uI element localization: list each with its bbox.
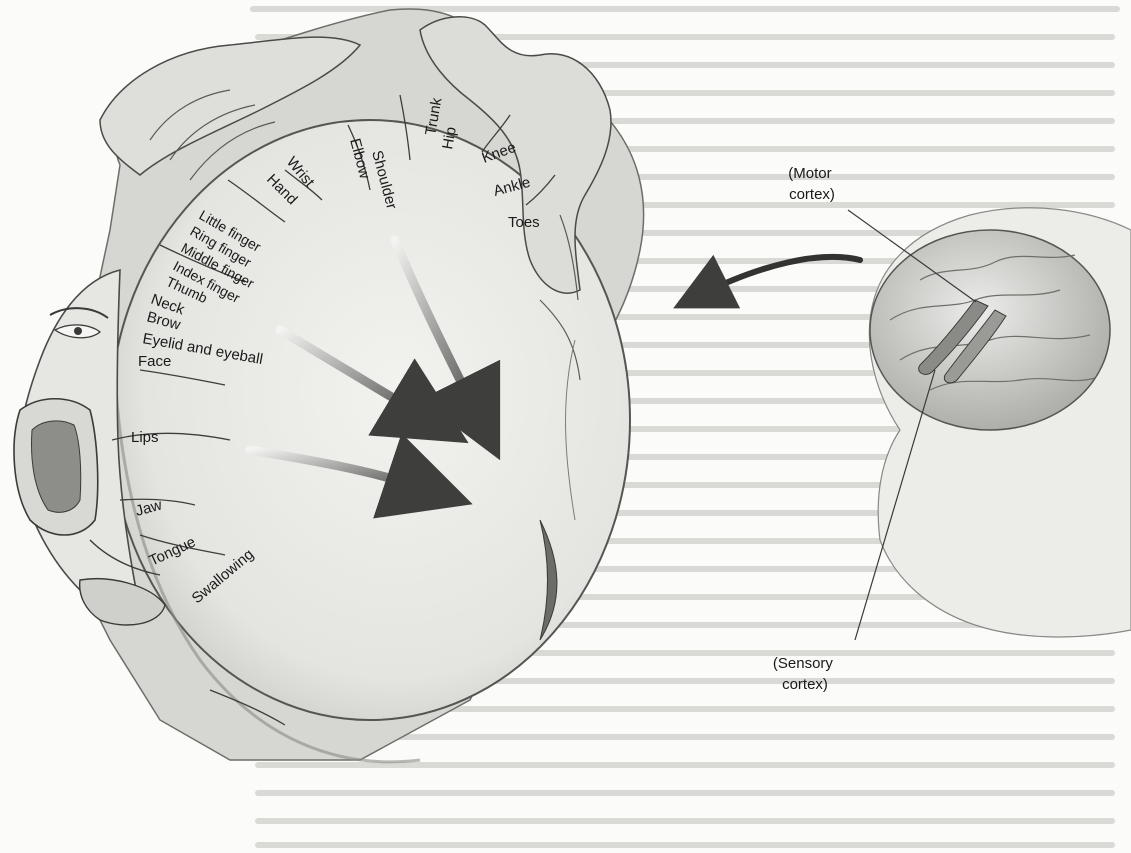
label-face: Face	[138, 353, 171, 370]
label-lips: Lips	[131, 429, 159, 446]
label-toes: Toes	[508, 214, 540, 231]
head-profile	[869, 208, 1131, 637]
sensory-cortex-label: (Sensory cortex)	[773, 655, 837, 693]
motor-cortex-label: (Motor cortex)	[788, 165, 836, 203]
